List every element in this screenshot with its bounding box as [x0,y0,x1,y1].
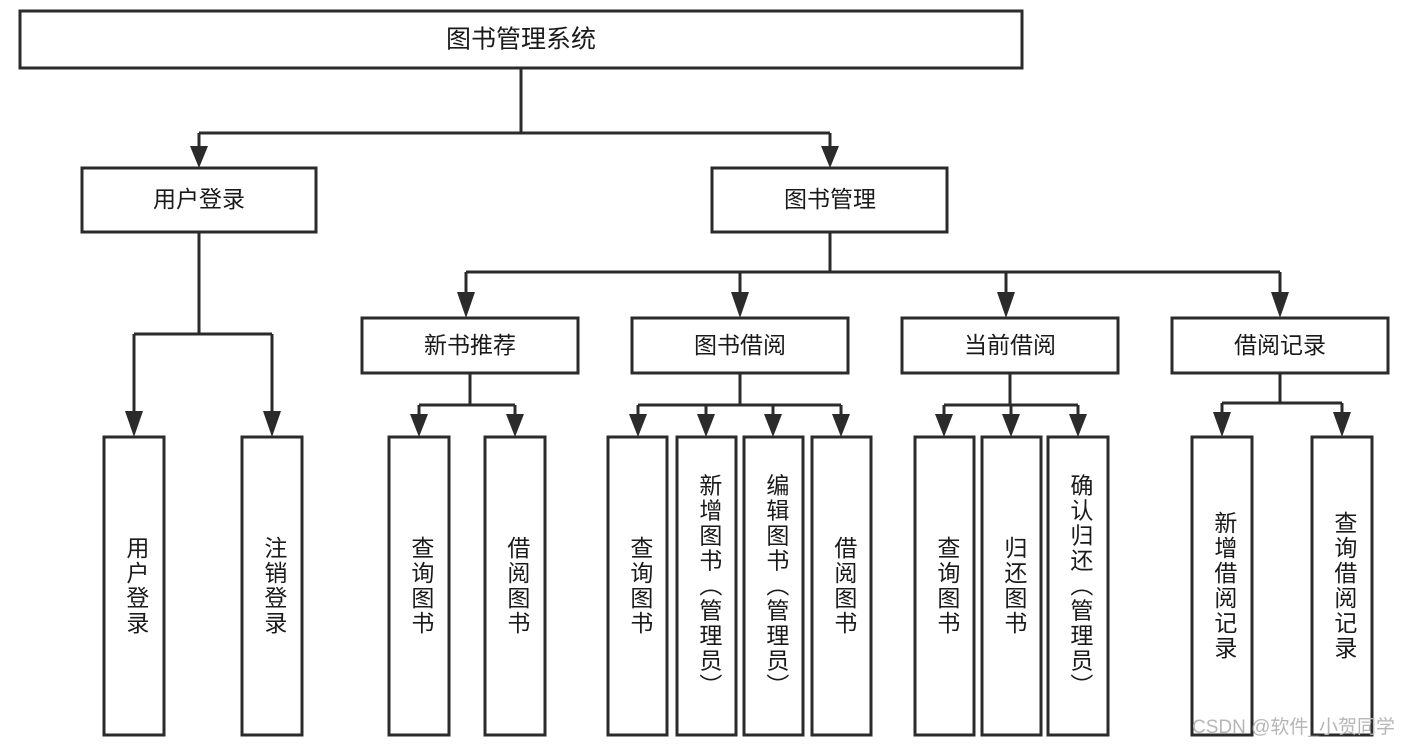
watermark: CSDN @软件_小贺同学 [1192,717,1395,738]
node-leaf-query-book-3-box[interactable] [913,435,976,737]
node-borrow-record-box[interactable] [1170,316,1390,375]
node-leaf-add-book[interactable]: 新增图书（管理员） [675,435,738,737]
node-user-login-box[interactable] [80,166,318,234]
arrow-head-newbook-2 [506,414,524,437]
node-root-box[interactable] [18,9,1024,70]
node-leaf-user-logout-label: 注销登录 [261,536,288,636]
node-leaf-add-book-label: 新增图书（管理员） [696,474,723,699]
node-book-borrow[interactable]: 图书借阅 [630,316,850,375]
arrow-head-currentborrow-3 [1069,414,1087,437]
node-leaf-query-book-1-label: 查询图书 [408,536,435,636]
node-leaf-return-book[interactable]: 归还图书 [980,435,1043,737]
node-current-borrow[interactable]: 当前借阅 [900,316,1120,375]
connector-group-user-login [125,232,281,437]
node-book-manage[interactable]: 图书管理 [710,166,949,234]
node-leaf-borrow-book-1-label: 借阅图书 [504,536,531,636]
node-leaf-edit-book-label: 编辑图书（管理员） [763,474,790,699]
node-leaf-query-book-2-label: 查询图书 [627,536,654,636]
connector-group-book-borrow [629,373,850,437]
node-leaf-user-login[interactable]: 用户登录 [102,435,166,737]
node-current-borrow-box[interactable] [900,316,1120,375]
arrow-head-root-2 [821,146,839,168]
arrow-head-bookmanage-1 [457,292,475,318]
node-leaf-borrow-book-2[interactable]: 借阅图书 [810,435,873,737]
connector-group-current-borrow [935,373,1087,437]
arrow-head-currentborrow-2 [1002,414,1020,437]
node-leaf-return-book-label: 归还图书 [1001,536,1028,636]
node-leaf-query-record[interactable]: 查询借阅记录 [1310,435,1374,737]
node-leaf-query-book-2-box[interactable] [606,435,669,737]
node-leaf-confirm-return-label: 确认归还（管理员） [1067,474,1094,699]
node-leaf-user-login-box[interactable] [102,435,166,737]
node-new-book-rec-box[interactable] [360,316,580,375]
node-leaf-borrow-book-1-box[interactable] [483,435,547,737]
node-leaf-add-record-label: 新增借阅记录 [1211,511,1238,661]
node-leaf-return-book-box[interactable] [980,435,1043,737]
node-leaf-borrow-book-2-label: 借阅图书 [831,536,858,636]
connector-group-root [190,68,839,168]
arrow-head-bookborrow-1 [629,414,647,437]
node-root[interactable]: 图书管理系统 [18,9,1024,70]
node-leaf-add-record[interactable]: 新增借阅记录 [1190,435,1254,737]
arrow-head-newbook-1 [410,414,428,437]
connector-group-borrow-record [1213,373,1351,437]
node-leaf-query-book-2[interactable]: 查询图书 [606,435,669,737]
node-book-manage-label: 图书管理 [784,186,876,212]
node-leaf-add-book-box[interactable] [675,435,738,737]
node-leaf-query-book-3[interactable]: 查询图书 [913,435,976,737]
node-leaf-edit-book[interactable]: 编辑图书（管理员） [742,435,805,737]
node-leaf-user-logout-box[interactable] [240,435,304,737]
node-current-borrow-label: 当前借阅 [964,332,1056,358]
arrow-head-userlogin-2 [263,411,281,437]
node-borrow-record-label: 借阅记录 [1234,332,1326,358]
arrow-head-bookborrow-4 [832,414,850,437]
arrow-head-currentborrow-1 [935,414,953,437]
arrow-head-bookmanage-2 [731,292,749,318]
node-leaf-edit-book-box[interactable] [742,435,805,737]
node-user-login[interactable]: 用户登录 [80,166,318,234]
arrow-head-userlogin-1 [125,411,143,437]
connector-group-book-manage [457,232,1289,318]
node-leaf-add-record-box[interactable] [1190,435,1254,737]
node-leaf-borrow-book-2-box[interactable] [810,435,873,737]
arrow-head-bookborrow-2 [697,414,715,437]
node-leaf-user-logout[interactable]: 注销登录 [240,435,304,737]
node-root-label: 图书管理系统 [446,26,596,54]
node-book-borrow-box[interactable] [630,316,850,375]
node-leaf-query-record-box[interactable] [1310,435,1374,737]
node-leaf-user-login-label: 用户登录 [123,536,150,636]
arrow-head-root-1 [190,146,208,168]
node-leaf-query-record-label: 查询借阅记录 [1331,511,1358,661]
arrow-head-bookmanage-4 [1271,292,1289,318]
node-new-book-rec-label: 新书推荐 [424,332,516,358]
arrow-head-borrowrecord-2 [1333,412,1351,437]
node-leaf-query-book-3-label: 查询图书 [934,536,961,636]
node-book-borrow-label: 图书借阅 [694,332,786,358]
arrow-head-bookmanage-3 [997,292,1015,318]
node-leaf-query-book-1-box[interactable] [387,435,451,737]
node-user-login-label: 用户登录 [153,186,245,212]
node-new-book-rec[interactable]: 新书推荐 [360,316,580,375]
node-leaf-borrow-book-1[interactable]: 借阅图书 [483,435,547,737]
arrow-head-bookborrow-3 [764,414,782,437]
node-book-manage-box[interactable] [710,166,949,234]
node-leaf-confirm-return-box[interactable] [1046,435,1110,737]
node-leaf-confirm-return[interactable]: 确认归还（管理员） [1046,435,1110,737]
node-borrow-record[interactable]: 借阅记录 [1170,316,1390,375]
connector-group-new-book-rec [410,373,524,437]
arrow-head-borrowrecord-1 [1213,412,1231,437]
node-leaf-query-book-1[interactable]: 查询图书 [387,435,451,737]
